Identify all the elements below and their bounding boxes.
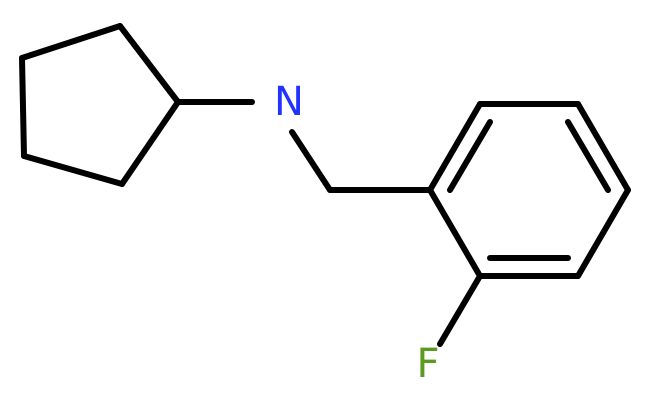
bond-benzene-4 [575,187,631,279]
bond-benzene-to-fluorine [437,273,483,347]
bond-ring-3 [21,153,125,187]
benzene-ring [427,101,631,279]
atom-nitrogen-label: N [274,79,304,125]
bond-benzene-6 [427,187,483,279]
bond-benzene-double-1 [447,119,493,193]
bond-ring-2 [119,99,181,187]
bond-benzene-3 [575,101,631,193]
bond-nitrogen-to-methylene [289,129,333,193]
bond-ring-4 [19,55,27,159]
cyclopentane-ring [19,23,181,187]
bond-benzene-1 [427,101,483,193]
bond-ring-5 [19,23,123,61]
bond-benzene-double-2 [565,119,611,193]
bond-ring-1 [117,23,181,105]
atom-fluorine-label: F [416,341,439,387]
